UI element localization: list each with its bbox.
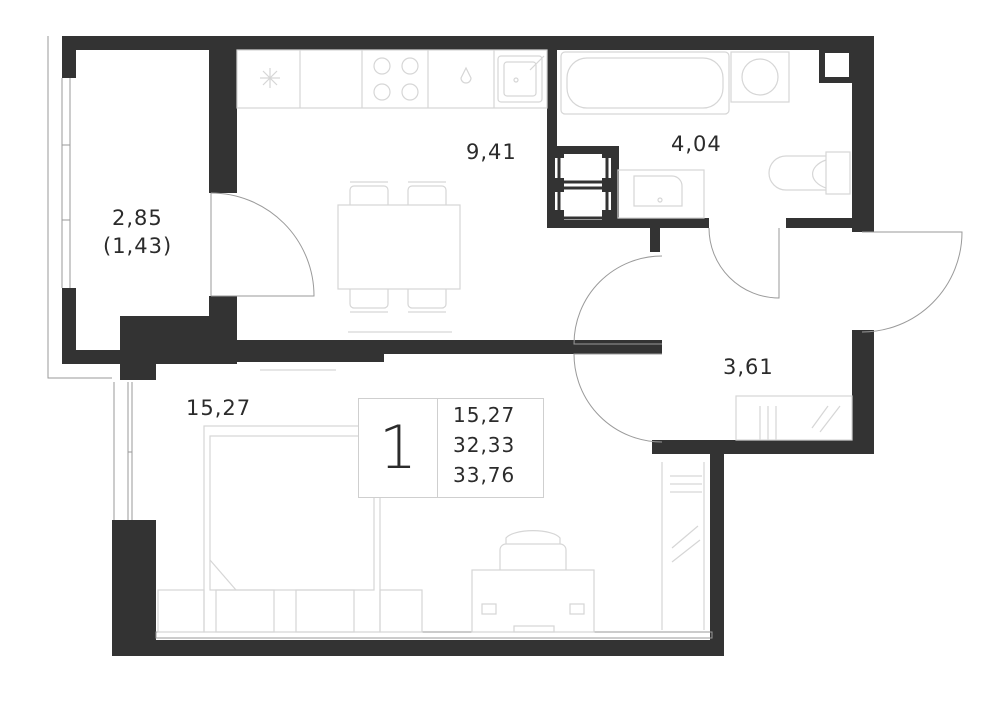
balcony-frame: [47, 36, 112, 379]
furniture: [157, 49, 853, 633]
doors: [210, 192, 963, 443]
balcony-reduced-area-label: (1,43): [103, 234, 173, 258]
balcony-area-label: 2,85: [112, 206, 163, 230]
apartment-summary-box: 1 15,27 32,33 33,76: [358, 398, 544, 498]
shaft: [554, 148, 612, 220]
walls: [62, 36, 874, 656]
living-room-area-label: 15,27: [186, 396, 252, 420]
living-bottom-window: [155, 631, 713, 639]
room-count: 1: [359, 399, 438, 497]
summary-total-area-with-balcony: 33,76: [453, 463, 516, 487]
living-window: [113, 382, 133, 520]
bathroom-area-label: 4,04: [671, 132, 722, 156]
kitchen-area-label: 9,41: [466, 140, 517, 164]
summary-living-area: 15,27: [453, 403, 516, 427]
corner-shaft: [819, 47, 855, 83]
hall-area-label: 3,61: [723, 355, 774, 379]
summary-total-area: 32,33: [453, 433, 516, 457]
